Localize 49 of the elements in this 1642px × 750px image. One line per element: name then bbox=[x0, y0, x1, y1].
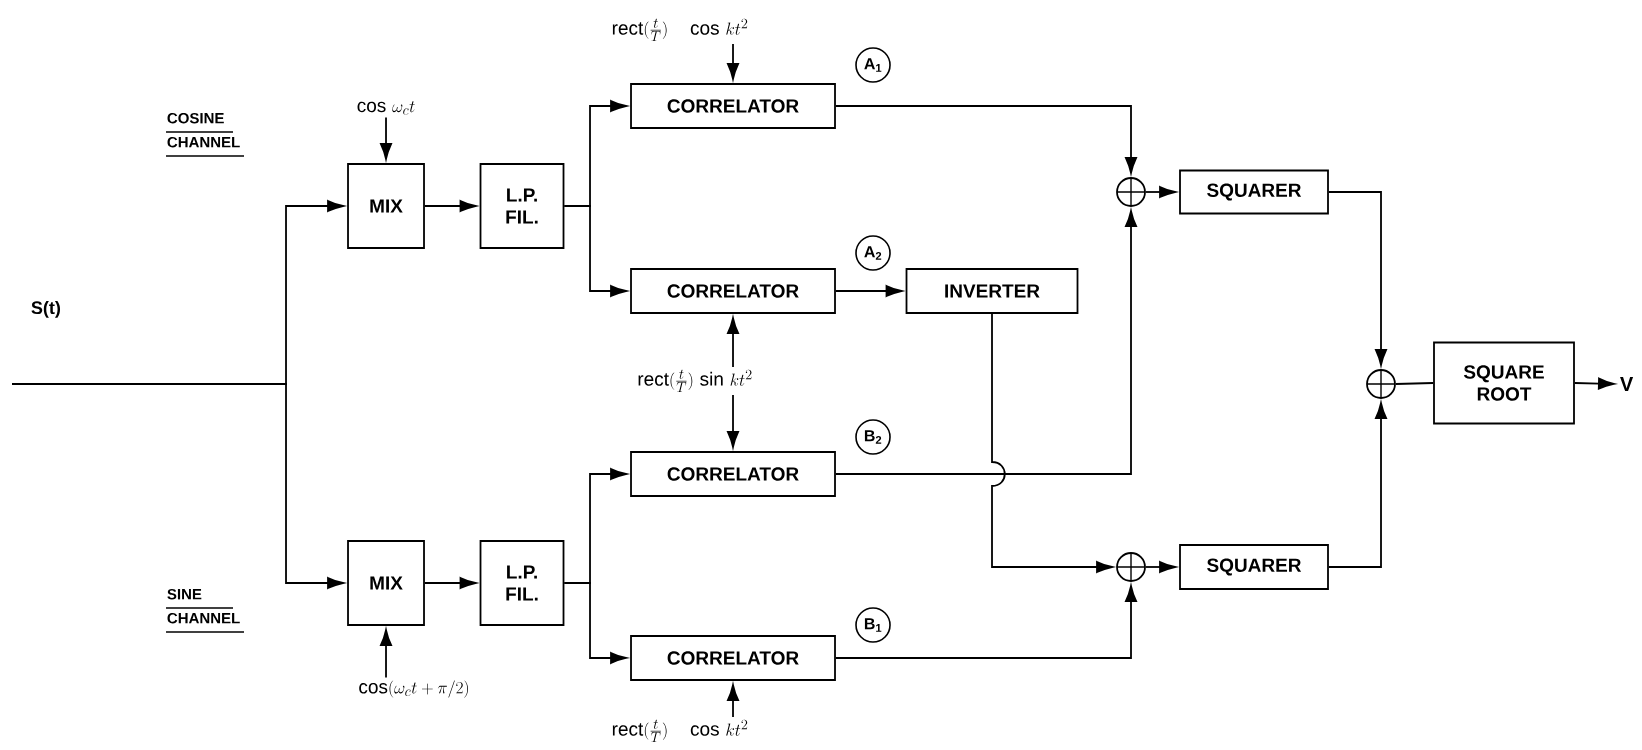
arrow bbox=[835, 585, 1137, 659]
arrow bbox=[380, 629, 392, 679]
arrow bbox=[1145, 186, 1176, 198]
signal-label: $\cos(\omega_{c}t+\pi/2)$ bbox=[359, 680, 468, 698]
arrow bbox=[991, 313, 1113, 573]
arrow bbox=[1574, 377, 1615, 390]
process-box: CORRELATOR bbox=[630, 635, 836, 681]
signal-label: $\mathrm{rect}(\tfrac{t}{T})\quad\cos\,kt^{2}$ bbox=[612, 18, 748, 42]
signal-label: $\mathrm{rect}(\tfrac{t}{T})\,\sin\,kt^{2}$ bbox=[638, 369, 752, 393]
arrow bbox=[1328, 402, 1387, 568]
arrow bbox=[727, 394, 739, 448]
arrow bbox=[380, 116, 392, 160]
signal-label: $\mathrm{rect}(\tfrac{t}{T})\quad\cos\,kt^{2}$ bbox=[612, 719, 748, 743]
arrow bbox=[1145, 561, 1176, 573]
process-box: CORRELATOR bbox=[630, 268, 836, 314]
process-box: SQUARER bbox=[1179, 169, 1329, 215]
process-box: SQUARE ROOT bbox=[1433, 341, 1575, 425]
circle-label: B$_{1}$ bbox=[855, 607, 891, 643]
process-box: MIX bbox=[347, 540, 425, 626]
circle-label: A$_{1}$ bbox=[855, 47, 891, 83]
arrow bbox=[1328, 191, 1387, 366]
arrow bbox=[727, 43, 739, 80]
arrow bbox=[727, 317, 739, 368]
circle-label: A$_{2}$ bbox=[855, 235, 891, 271]
output-label: V bbox=[1620, 377, 1634, 391]
channel-label: SINE CHANNEL bbox=[167, 588, 240, 624]
process-box: L.P. FIL. bbox=[479, 540, 565, 626]
arrow bbox=[835, 105, 1137, 174]
arrow bbox=[563, 205, 627, 297]
arrow bbox=[424, 200, 477, 212]
signal-label: $\cos\,\omega_{c}t$ bbox=[357, 101, 415, 115]
arrow bbox=[727, 684, 739, 718]
process-box: SQUARER bbox=[1179, 544, 1329, 590]
arrow bbox=[563, 582, 627, 664]
summing-junction bbox=[1116, 552, 1146, 582]
arrow bbox=[424, 577, 477, 589]
process-box: INVERTER bbox=[905, 268, 1079, 314]
process-box: CORRELATOR bbox=[630, 451, 836, 497]
circle-label: B$_{2}$ bbox=[855, 419, 891, 455]
summing-junction bbox=[1366, 369, 1396, 399]
arrow bbox=[835, 210, 1137, 475]
process-box: L.P. FIL. bbox=[479, 163, 565, 249]
signal-name: S(t) bbox=[31, 300, 60, 318]
process-box: MIX bbox=[347, 163, 425, 249]
process-box: CORRELATOR bbox=[630, 83, 836, 129]
arrow bbox=[835, 285, 903, 297]
channel-label: COSINE CHANNEL bbox=[167, 112, 240, 148]
summing-junction bbox=[1116, 177, 1146, 207]
arrow bbox=[11, 383, 344, 589]
